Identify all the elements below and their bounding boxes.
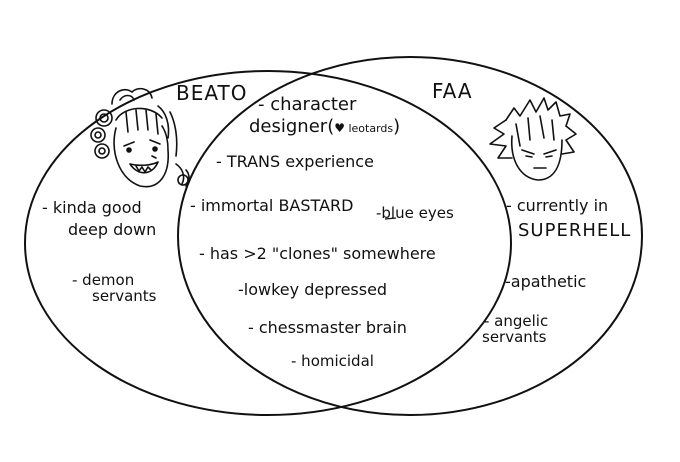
left-trait-kinda-good-line1: - kinda good [42, 198, 142, 217]
left-trait-demon-line2: servants [92, 287, 157, 305]
closing-paren: ) [393, 116, 401, 137]
beato-doodle-icon [90, 87, 190, 188]
right-trait-currently-line1: - currently in [506, 196, 609, 215]
right-trait-currently-line2: SUPERHELL [518, 220, 632, 241]
shared-trait-character-line1: - character [258, 94, 357, 115]
shared-trait-immortal: - immortal BASTARD [190, 196, 354, 215]
right-trait-angelic-line2: servants [482, 328, 547, 346]
right-trait-apathetic: -apathetic [505, 272, 587, 291]
shared-trait-chessmaster: - chessmaster brain [248, 318, 407, 337]
left-circle [24, 70, 512, 416]
shared-trait-clones: - has >2 "clones" somewhere [199, 244, 436, 263]
shared-trait-character-line2: designer(♥ leotards) [249, 116, 401, 137]
shared-trait-trans: - TRANS experience [216, 152, 374, 171]
shared-trait-depressed: -lowkey depressed [238, 280, 388, 299]
left-trait-demon-line1: - demon [72, 271, 135, 289]
shared-trait-blue-eyes: -blue eyes [376, 204, 454, 222]
leotards-text: leotards [344, 122, 394, 135]
left-trait-kinda-good-line2: deep down [68, 220, 157, 239]
faa-doodle-icon [489, 97, 577, 181]
right-circle [177, 56, 643, 416]
left-circle-label: BEATO [176, 81, 248, 105]
underline-mark [384, 217, 397, 220]
shared-trait-homicidal: - homicidal [291, 352, 374, 370]
right-circle-label: FAA [432, 79, 473, 103]
heart-icon: ♥ [334, 121, 345, 135]
character-designer-text: designer( [249, 116, 335, 137]
right-trait-angelic-line1: - angelic [484, 312, 549, 330]
